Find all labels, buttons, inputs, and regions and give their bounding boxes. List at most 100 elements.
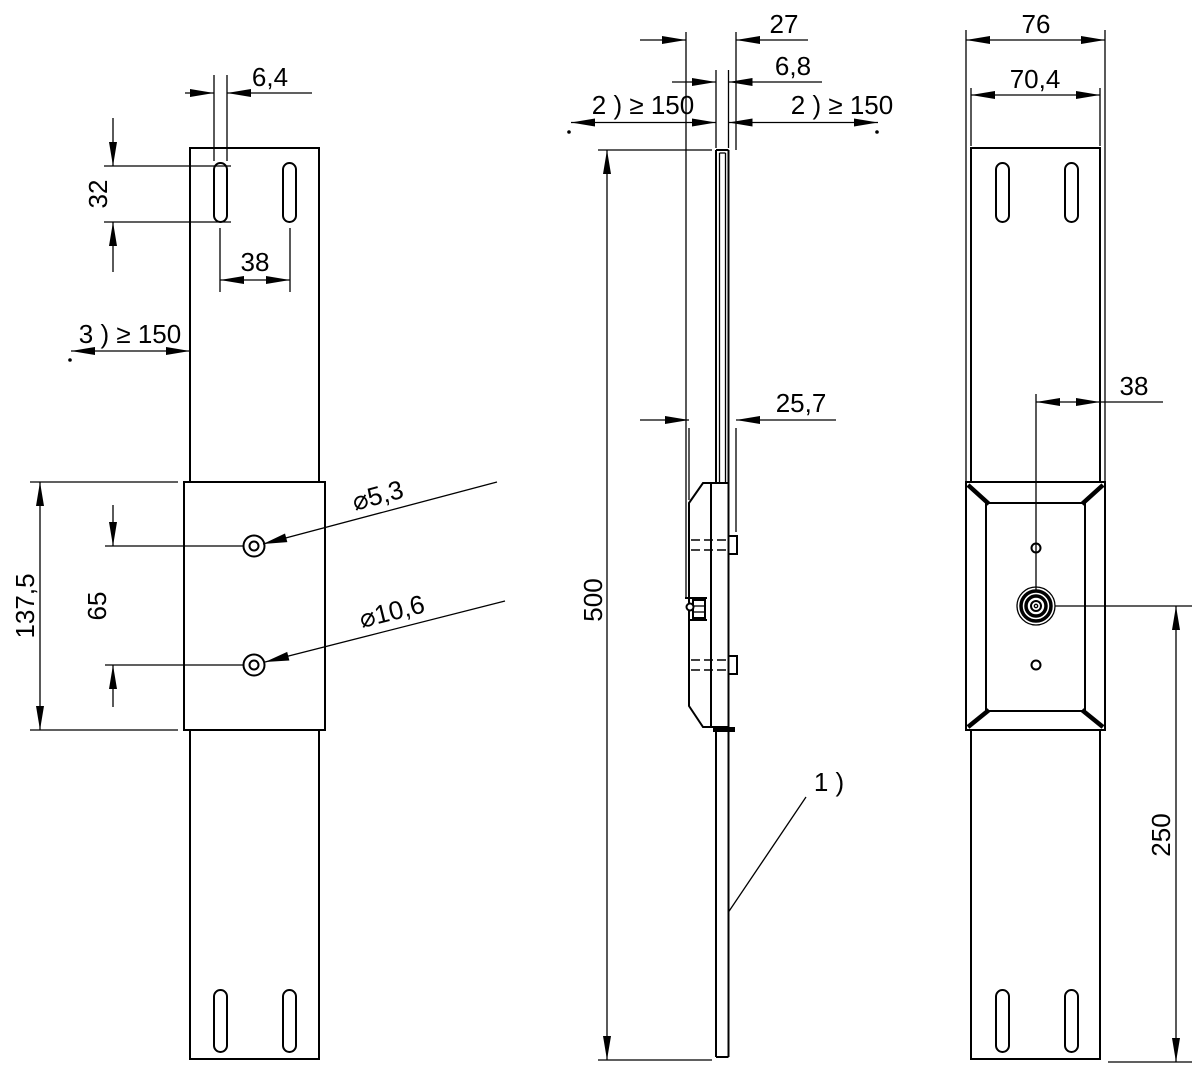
callout-small-hole: ⌀5,3 (349, 474, 407, 516)
dot (875, 130, 879, 134)
side-note-cable: 1 ) (727, 767, 844, 913)
bevel-top-left (966, 483, 991, 506)
arrow (603, 150, 611, 174)
arrow (692, 78, 716, 86)
bevel-bottom-left (966, 708, 991, 729)
front-body (183, 147, 326, 1060)
bevel-top-right (1080, 483, 1105, 506)
dim-total-depth: 27 (770, 9, 799, 39)
front-hole-small-outer (242, 534, 266, 558)
rear-dim-lens-offset: 38 (1035, 371, 1163, 592)
rear-lower-column (970, 729, 1101, 1060)
dim-bracket-thickness: 6,8 (775, 51, 811, 81)
front-upper-column (189, 147, 320, 483)
side-dim-bracket-thickness: 6,8 (672, 51, 822, 148)
side-dim-total-height: 500 (578, 149, 712, 1061)
rear-body (965, 147, 1106, 1060)
arrow (854, 118, 878, 127)
dim-clearance-right: 2 ) ≥ 150 (791, 90, 893, 120)
arrow (36, 706, 44, 730)
rear-dim-bracket-width: 70,4 (970, 64, 1101, 146)
dim-slot-width: 6,4 (252, 62, 288, 92)
front-dim-housing-height: 137,5 (10, 481, 178, 731)
dim-slot-length: 32 (83, 180, 113, 209)
side-body (685, 149, 738, 1058)
dot (567, 130, 571, 134)
front-dim-side-clearance: 3 ) ≥ 150 (68, 319, 190, 362)
arrow (728, 118, 753, 127)
front-dim-slot-length: 32 (83, 118, 231, 272)
rear-slot-bottom-left (995, 989, 1010, 1053)
arrow (220, 276, 244, 284)
arrow (266, 276, 290, 284)
dot (68, 358, 72, 362)
dim-slot-spacing: 38 (241, 247, 270, 277)
arrow (728, 78, 753, 86)
arrow (603, 1036, 611, 1060)
rear-dim-housing-width: 76 (965, 9, 1106, 482)
arrow (966, 36, 990, 44)
front-callout-small-hole: ⌀5,3 (262, 474, 498, 545)
front-dim-hole-spacing: 65 (82, 505, 244, 707)
screw-head-upper (728, 535, 738, 555)
callout-large-hole: ⌀10,6 (356, 589, 428, 634)
front-hole-small-inner (248, 540, 260, 552)
arrow (692, 118, 716, 127)
front-view: 6,4 32 38 3 ) ≥ 150 (10, 62, 506, 1060)
arrow (1081, 36, 1105, 44)
cable-note-label: 1 ) (814, 767, 844, 797)
rear-dim-lens-height: 250 (1055, 605, 1192, 1063)
dim-total-height: 500 (578, 578, 608, 621)
dim-housing-height: 137,5 (10, 573, 40, 638)
side-dim-housing-depth: 25,7 (640, 388, 836, 532)
arrow (265, 651, 290, 662)
dim-side-clearance: 3 ) ≥ 150 (79, 319, 181, 349)
rear-slot-bottom-right (1064, 989, 1079, 1053)
arrow (109, 522, 117, 546)
side-dim-total-depth: 27 (640, 9, 808, 598)
arrow (109, 665, 117, 689)
side-dim-clearance-left: 2 ) ≥ 150 (567, 90, 716, 134)
arrow (665, 416, 689, 424)
cable-gland (685, 597, 707, 621)
arrow (1036, 398, 1060, 406)
arrow (971, 91, 995, 99)
dim-lens-offset: 38 (1120, 371, 1149, 401)
rear-slot-top-left (995, 162, 1010, 223)
dim-bracket-width: 70,4 (1010, 64, 1061, 94)
rear-hole-lower (1030, 659, 1042, 671)
dim-housing-depth: 25,7 (776, 388, 827, 418)
front-slot-bottom-left (213, 989, 228, 1053)
front-lower-column (189, 729, 320, 1060)
arrow (1172, 606, 1180, 630)
arrow (1076, 91, 1100, 99)
dim-clearance-left: 2 ) ≥ 150 (592, 90, 694, 120)
arrow (1172, 1038, 1180, 1062)
side-view: 27 6,8 2 ) ≥ 150 2 ) ≥ 150 (567, 9, 893, 1061)
arrow (109, 222, 117, 246)
arrow (166, 347, 190, 355)
screw-head-lower (728, 655, 738, 675)
front-slot-top-right (282, 162, 297, 223)
arrow (190, 89, 214, 97)
arrow (109, 142, 117, 166)
bevel-bottom-right (1080, 708, 1105, 729)
dim-housing-width: 76 (1022, 9, 1051, 39)
housing-base-band (713, 727, 735, 732)
arrow (736, 36, 760, 44)
side-dim-clearance-right: 2 ) ≥ 150 (728, 90, 893, 134)
rear-view: 76 70,4 38 250 (965, 9, 1192, 1063)
arrow (36, 482, 44, 506)
arrow (662, 36, 686, 44)
front-housing-block (183, 481, 326, 731)
arrow (263, 533, 288, 544)
arrow (571, 118, 595, 127)
arrow (71, 347, 95, 355)
arrow (736, 416, 760, 424)
arrow (227, 89, 251, 97)
front-dim-slot-width: 6,4 (185, 62, 312, 161)
arrow (1076, 398, 1100, 406)
front-callout-large-hole: ⌀10,6 (264, 589, 506, 663)
